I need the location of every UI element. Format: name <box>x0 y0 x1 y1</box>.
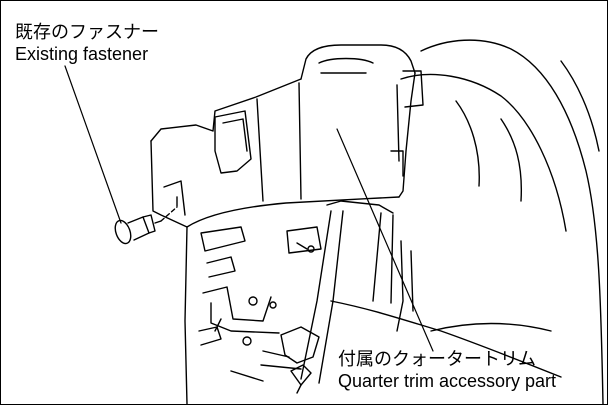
trim-leader-line <box>336 128 434 352</box>
fastener-label-en: Existing fastener <box>15 44 149 64</box>
trim-callout: 付属のクォータートリム Quarter trim accessory part <box>338 348 556 392</box>
trim-label-en: Quarter trim accessory part <box>338 371 557 391</box>
insertion-dashed-line <box>160 206 178 222</box>
quarter-trim-panel <box>150 44 424 228</box>
seat-belt <box>280 200 394 394</box>
fastener-leader-line <box>64 65 122 224</box>
fastener-clip <box>114 214 162 245</box>
fastener-callout: 既存のファスナー Existing fastener <box>15 21 159 65</box>
trim-label-ja: 付属のクォータートリム <box>338 349 536 369</box>
seat-back-outline <box>400 39 604 404</box>
fastener-label-ja: 既存のファスナー <box>15 22 159 42</box>
lower-body-structure <box>184 226 562 404</box>
